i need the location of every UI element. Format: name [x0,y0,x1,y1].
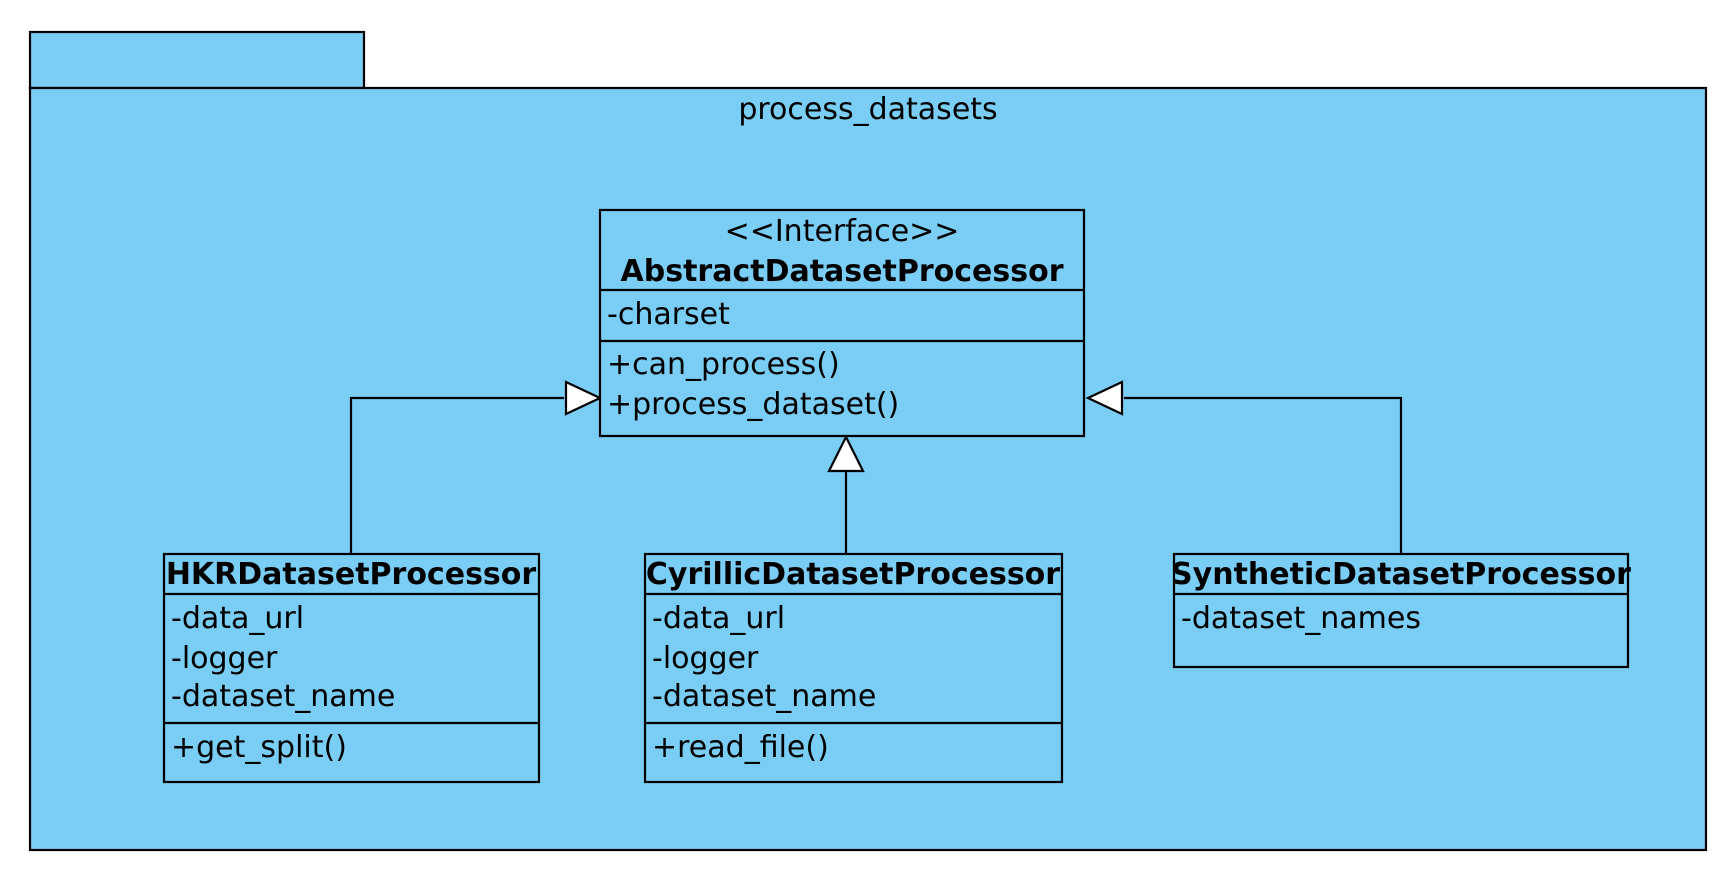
class-attribute: -data_url [652,601,785,636]
edge-synthetic-to-abstract [1124,396,1403,554]
package-tab [28,30,366,90]
class-method: +process_dataset() [607,387,899,422]
class-attribute: -dataset_name [171,679,395,714]
triangle-arrowhead-icon [827,434,865,473]
class-name: CyrillicDatasetProcessor [646,557,1060,592]
relations [349,380,1403,554]
class-method: +read_file() [652,730,829,765]
triangle-arrowhead-icon [564,380,603,416]
edge-hkr-to-abstract [349,396,564,554]
class-attribute: -data_url [171,601,304,636]
class-attribute: -charset [607,297,730,332]
class-name: HKRDatasetProcessor [166,557,537,592]
class-name: AbstractDatasetProcessor [621,254,1064,289]
class-cyrillic-dataset-processor: CyrillicDatasetProcessor -data_url -logg… [643,552,1064,784]
class-box [162,552,541,784]
class-method: +can_process() [607,347,840,382]
class-attribute: -logger [652,641,759,676]
triangle-arrowhead-icon [1085,380,1124,416]
class-name: SyntheticDatasetProcessor [1171,557,1631,592]
class-attribute: -logger [171,641,278,676]
class-box [598,208,1086,438]
class-box [1172,552,1630,669]
package-name: process_datasets [738,92,997,127]
class-box [643,552,1064,784]
class-hkr-dataset-processor: HKRDatasetProcessor -data_url -logger -d… [162,552,541,784]
class-method: +get_split() [171,730,347,765]
class-attribute: -dataset_names [1181,601,1421,636]
class-abstract-dataset-processor: <<Interface>> AbstractDatasetProcessor -… [598,208,1086,438]
class-attribute: -dataset_name [652,679,876,714]
class-synthetic-dataset-processor: SyntheticDatasetProcessor -dataset_names [1171,552,1631,669]
class-stereotype: <<Interface>> [725,214,960,249]
